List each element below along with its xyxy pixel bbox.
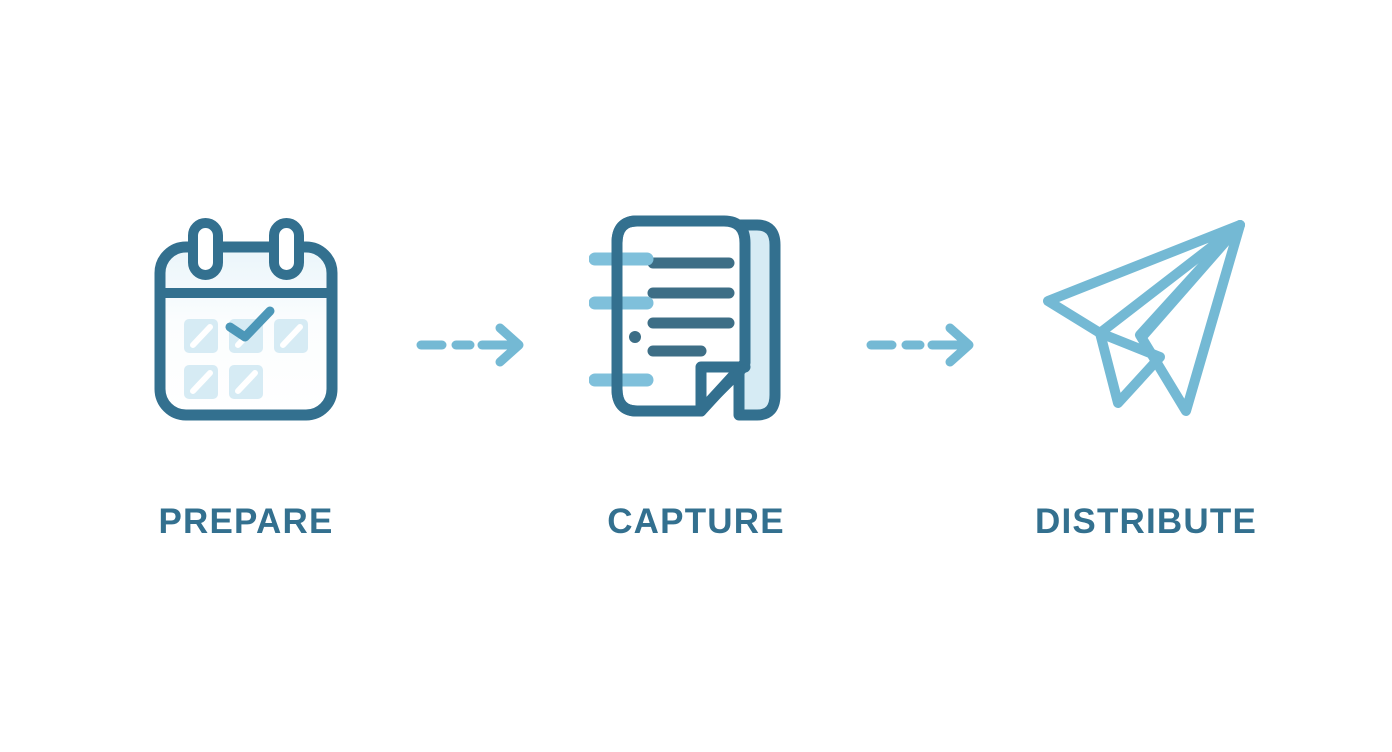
plane-fin [1094,328,1165,408]
dashed-arrow-icon [416,323,524,367]
step-distribute-label: DISTRIBUTE [1035,502,1257,541]
step-distribute-icon-wrap [1034,210,1259,440]
connector-capture-distribute [846,230,996,460]
notebook-text-lines [647,257,734,357]
notebook-icon [588,215,780,421]
connector-prepare-capture [396,230,546,460]
notebook-dot [628,331,641,343]
step-prepare-icon-wrap [146,210,346,440]
plane-top-wing [1042,220,1245,338]
step-prepare[interactable]: PREPARE [96,210,396,542]
paper-plane-icon [1042,220,1245,416]
step-capture-icon-wrap [588,210,804,440]
notebook-fold-corner [695,361,750,417]
step-prepare-label: PREPARE [158,502,334,541]
step-distribute[interactable]: DISTRIBUTE [996,210,1296,542]
step-capture-label: CAPTURE [607,502,785,541]
calendar-date-squares [184,319,308,399]
dashed-arrow-icon [866,323,974,367]
step-capture[interactable]: CAPTURE [546,210,846,542]
plane-crease [1136,220,1245,342]
calendar-check-icon [225,306,275,342]
calendar-icon [154,218,338,421]
